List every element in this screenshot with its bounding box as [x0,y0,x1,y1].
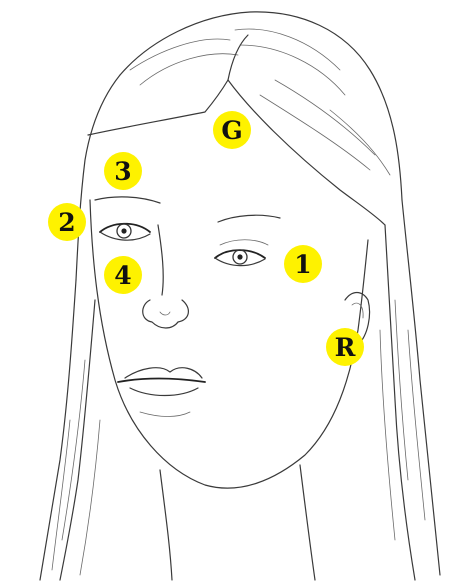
face-outline [90,200,370,580]
marker-2-label: 2 [58,210,75,235]
marker-4-label: 4 [114,263,131,288]
marker-2: 2 [48,203,86,241]
marker-g: G [213,111,251,149]
marker-3-label: 3 [114,159,131,184]
marker-r: R [326,328,364,366]
nose [143,225,189,328]
marker-g-label: G [221,118,242,143]
left-eye [100,224,150,240]
mouth [118,368,205,417]
marker-1-label: 1 [294,252,311,277]
marker-1: 1 [284,245,322,283]
marker-3: 3 [104,152,142,190]
eyebrows [95,197,280,222]
marker-4: 4 [104,256,142,294]
hair [40,12,440,580]
marker-r-label: R [335,335,356,360]
right-eye [215,240,268,266]
